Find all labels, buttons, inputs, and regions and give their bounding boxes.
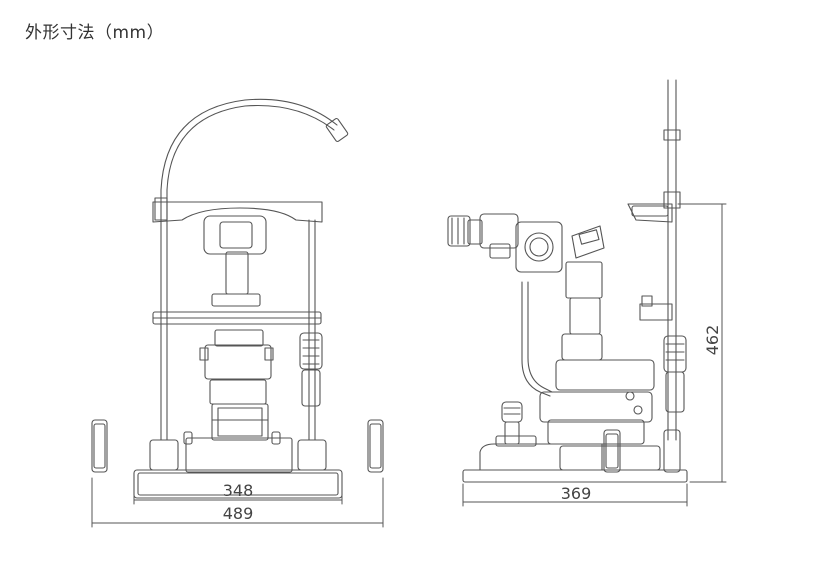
dim-side-height: 462 [703,325,722,356]
dim-front-overall-width: 489 [223,504,254,523]
side-view [447,79,727,507]
dim-front-inner-width: 348 [223,481,254,500]
dim-348-lines [133,475,343,505]
front-view [91,98,384,528]
page-title: 外形寸法（mm） [25,23,165,43]
dim-462-lines [677,203,727,483]
dim-side-depth: 369 [561,484,592,503]
dim-489-lines [91,477,384,528]
dim-369-lines [462,483,688,507]
